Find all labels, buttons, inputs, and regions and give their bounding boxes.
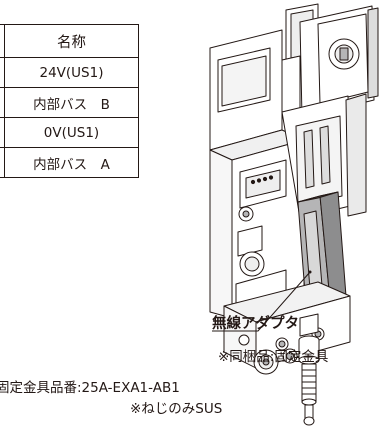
top-connector-block	[299, 5, 379, 119]
table-row: 内部バス A	[0, 147, 139, 178]
front-panel	[231, 139, 305, 319]
cable-connector	[298, 313, 320, 426]
table-cell-name: 0V(US1)	[4, 117, 139, 148]
side-rail	[281, 93, 367, 219]
adapter-title: 無線アダプタ	[212, 316, 299, 332]
module-body	[209, 29, 305, 319]
bottom-connectors	[253, 348, 298, 375]
table-cell-name: 内部バス B	[4, 87, 139, 118]
pin-name-table: 名称 24V(US1) 内部バス B 0V(US1) 内部バス A	[0, 24, 139, 178]
leader-line	[212, 271, 311, 332]
table-cell-name: 内部バス A	[4, 147, 139, 178]
bracket-part-number: 固定金具品番:25A-EXA1-AB1	[0, 380, 180, 396]
leader-point	[308, 270, 312, 274]
included-items-note: ※同梱品:固定金具	[218, 349, 329, 365]
table-row: 内部バス B	[0, 87, 139, 118]
table-row: 24V(US1)	[0, 57, 139, 88]
table-cell-name: 24V(US1)	[4, 57, 139, 88]
screw-material-note: ※ねじのみSUS	[130, 401, 223, 417]
